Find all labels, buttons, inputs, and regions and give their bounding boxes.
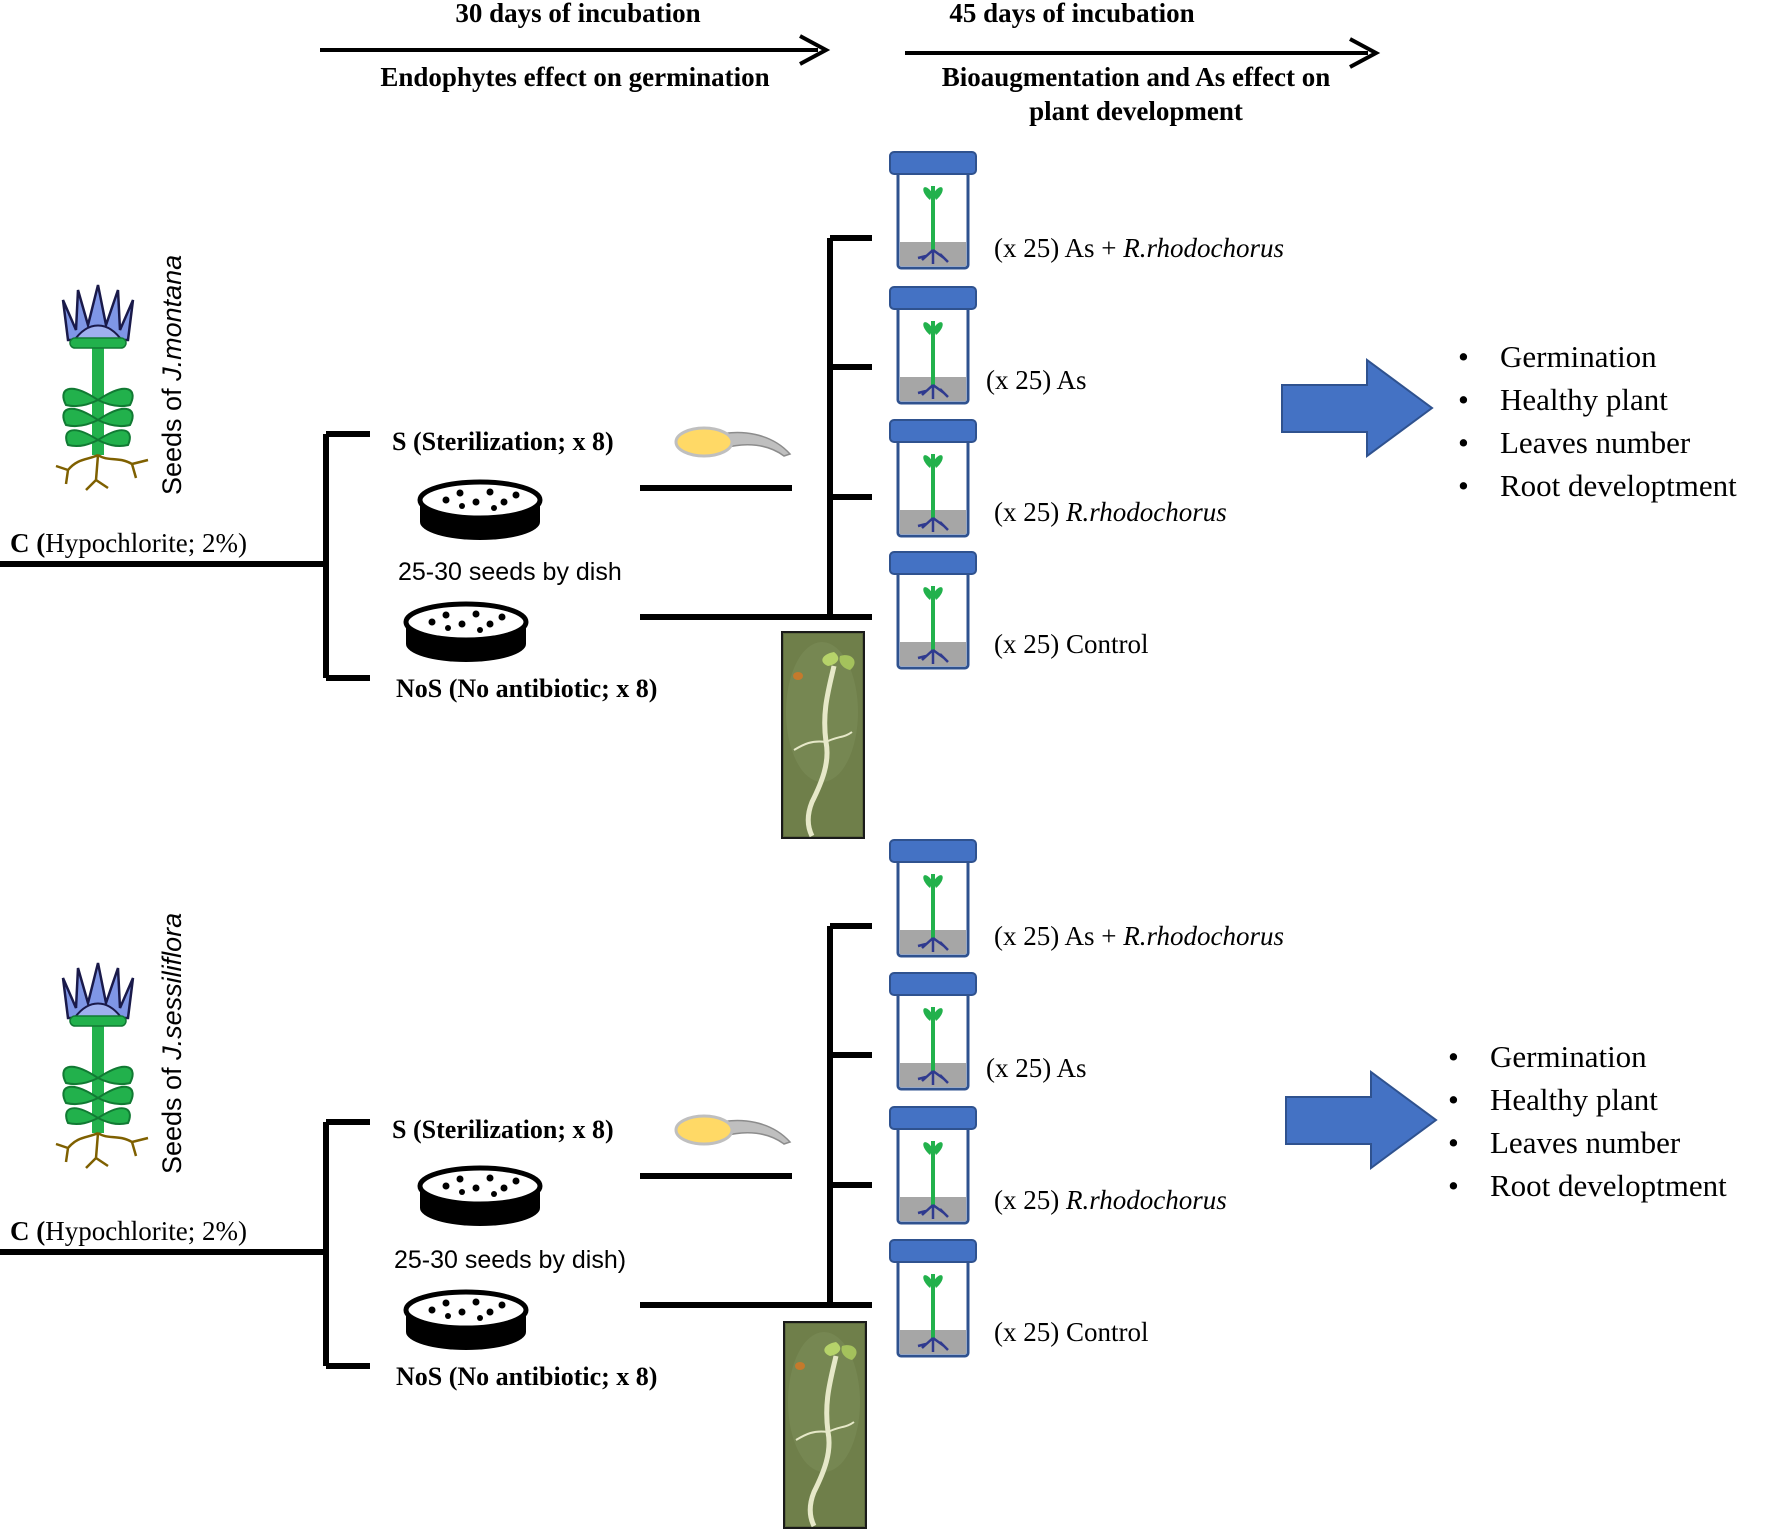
phase2-title: 45 days of incubation xyxy=(949,0,1194,28)
outcome-item: Leaves number xyxy=(1490,1125,1681,1160)
result-arrow-icon xyxy=(1281,359,1433,457)
outcome-list: • Germination • Healthy plant • Leaves numb… xyxy=(1448,1039,1727,1203)
control-label: C (Hypochlorite; 2%) xyxy=(10,528,247,558)
outcome-item: Germination xyxy=(1500,339,1657,374)
svg-text:•: • xyxy=(1458,339,1469,374)
species-label-prefix: Seeds of xyxy=(157,381,187,495)
jar-icon xyxy=(888,418,978,538)
phase1-subtitle: Endophytes effect on germination xyxy=(380,62,769,92)
control-label: C (Hypochlorite; 2%) xyxy=(10,1216,247,1246)
svg-text:•: • xyxy=(1458,382,1469,417)
phase2-subtitle-line2: plant development xyxy=(1029,96,1243,126)
svg-text:•: • xyxy=(1448,1039,1459,1074)
seeds-per-dish-label: 25-30 seeds by dish) xyxy=(394,1246,626,1274)
swab-icon xyxy=(674,1114,792,1146)
control-label-rest: Hypochlorite; 2%) xyxy=(45,528,247,558)
panel-jsessiliflora: Seeds of J.sessiliflora C (Hypochlorite;… xyxy=(0,838,1727,1528)
control-label-bold: C ( xyxy=(10,1216,45,1246)
jar-icon xyxy=(888,1105,978,1225)
species-label: Seeds of J.montana xyxy=(157,255,187,495)
species-label-name: J.montana xyxy=(157,255,187,382)
outcome-item: Root developtment xyxy=(1490,1168,1727,1203)
treatment-label: (x 25) As + R.rhodochorus xyxy=(994,921,1284,951)
petri-dish-icon xyxy=(420,1168,540,1226)
plant-illustration xyxy=(56,963,148,1168)
plant-illustration xyxy=(56,285,148,490)
outcome-item: Root developtment xyxy=(1500,468,1737,503)
phase2-subtitle-line1: Bioaugmentation and As effect on xyxy=(942,62,1331,92)
petri-dish-icon xyxy=(420,482,540,540)
control-label-bold: C ( xyxy=(10,528,45,558)
jar-icon xyxy=(888,550,978,670)
treatment-label: (x 25) As xyxy=(986,365,1087,395)
jar-icon xyxy=(888,838,978,958)
panel-jmontana: Seeds of J.montana C (Hypochlorite; 2%) … xyxy=(0,150,1737,838)
phase1-title: 30 days of incubation xyxy=(455,0,700,28)
phase2-arrow xyxy=(905,37,1381,69)
jar-icon xyxy=(888,285,978,405)
branch-lines xyxy=(0,235,872,681)
treatment-label: (x 25) As + R.rhodochorus xyxy=(994,233,1284,263)
sterilization-label: S (Sterilization; x 8) xyxy=(392,1115,614,1144)
species-label-prefix: Seeds of xyxy=(157,1060,187,1174)
svg-text:•: • xyxy=(1448,1125,1459,1160)
jar-icon xyxy=(888,1238,978,1358)
treatment-label: (x 25) As xyxy=(986,1053,1087,1083)
petri-dish-icon xyxy=(406,604,526,662)
header: 30 days of incubation Endophytes effect … xyxy=(320,0,1381,126)
outcome-item: Germination xyxy=(1490,1039,1647,1074)
swab-icon xyxy=(674,426,792,458)
petri-dish-icon xyxy=(406,1292,526,1350)
jar-icon xyxy=(888,150,978,270)
seedling-photo xyxy=(784,1322,866,1528)
outcome-item: Healthy plant xyxy=(1500,382,1668,417)
seeds-per-dish-label: 25-30 seeds by dish xyxy=(398,558,622,586)
phase1-arrow xyxy=(320,34,831,66)
branch-lines xyxy=(0,923,872,1369)
result-arrow-icon xyxy=(1285,1071,1437,1169)
svg-text:•: • xyxy=(1448,1082,1459,1117)
outcome-item: Leaves number xyxy=(1500,425,1691,460)
treatment-label: (x 25) R.rhodochorus xyxy=(994,1185,1227,1215)
species-label-name: J.sessiliflora xyxy=(157,913,187,1061)
seedling-photo xyxy=(782,632,864,838)
outcome-list: • Germination • Healthy plant • Leaves numb… xyxy=(1458,339,1737,503)
outcome-item: Healthy plant xyxy=(1490,1082,1658,1117)
no-antibiotic-label: NoS (No antibiotic; x 8) xyxy=(396,1362,657,1391)
species-label: Seeds of J.sessiliflora xyxy=(157,913,187,1174)
jar-icon xyxy=(888,971,978,1091)
svg-text:•: • xyxy=(1458,425,1469,460)
sterilization-label: S (Sterilization; x 8) xyxy=(392,427,614,456)
treatment-label: (x 25) Control xyxy=(994,1317,1149,1347)
no-antibiotic-label: NoS (No antibiotic; x 8) xyxy=(396,674,657,703)
treatment-label: (x 25) Control xyxy=(994,629,1149,659)
svg-text:•: • xyxy=(1458,468,1469,503)
treatment-label: (x 25) R.rhodochorus xyxy=(994,497,1227,527)
svg-text:•: • xyxy=(1448,1168,1459,1203)
control-label-rest: Hypochlorite; 2%) xyxy=(45,1216,247,1246)
